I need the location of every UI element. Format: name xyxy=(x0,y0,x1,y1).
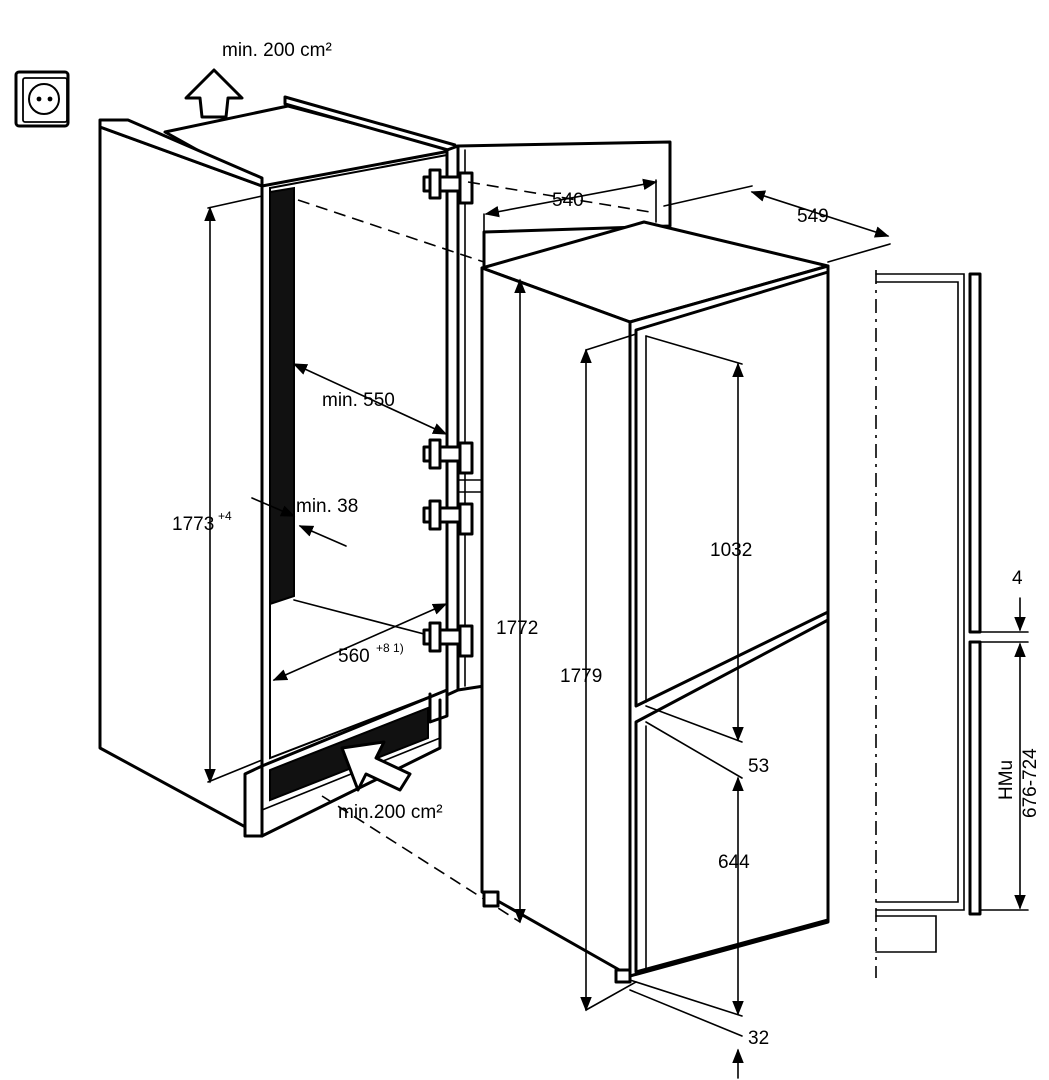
vent-up-arrow-icon xyxy=(184,68,244,119)
refrigerator-appliance xyxy=(480,220,830,984)
niche-width-tolerance: +8 1) xyxy=(376,641,404,655)
appliance-dimensions xyxy=(483,178,891,1079)
min-550-label: min. 550 xyxy=(322,390,395,411)
gap-53-label: 53 xyxy=(748,756,769,777)
power-socket-icon xyxy=(14,70,70,128)
niche-height-label: 1773 xyxy=(172,514,214,535)
height-1772-label: 1772 xyxy=(496,618,538,639)
hmu-range-label: 676-724 xyxy=(1020,748,1041,818)
depth-549-label: 549 xyxy=(797,206,829,227)
niche-dimensions xyxy=(204,195,448,784)
vent-top-label: min. 200 cm² xyxy=(222,40,332,61)
width-540-label: 540 xyxy=(552,190,584,211)
min-38-label: min. 38 xyxy=(296,496,358,517)
vent-bottom-label: min.200 cm² xyxy=(338,802,443,823)
niche-height-tolerance: +4 xyxy=(218,509,232,523)
side-section-view xyxy=(875,270,1029,978)
vent-inlet-arrow-icon xyxy=(340,740,412,792)
hmu-label: HMu xyxy=(996,760,1017,800)
cabinet-niche xyxy=(98,95,460,838)
upper-door-1032-label: 1032 xyxy=(710,540,752,561)
niche-width-label: 560 xyxy=(338,646,370,667)
gap-4-label: 4 xyxy=(1012,568,1023,589)
lower-door-644-label: 644 xyxy=(718,852,750,873)
height-1779-label: 1779 xyxy=(560,666,602,687)
bottom-32-label: 32 xyxy=(748,1028,769,1049)
